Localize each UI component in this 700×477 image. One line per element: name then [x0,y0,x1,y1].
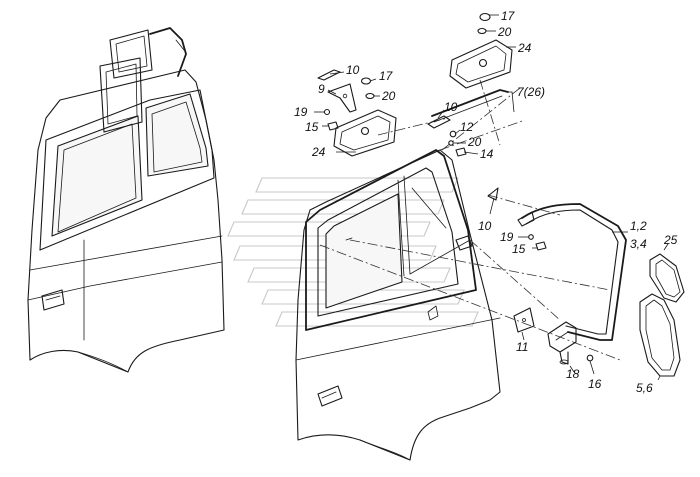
leader-lines [314,14,669,381]
part-labels: 17 20 24 10 9 17 20 7(26) 19 15 10 12 20… [294,9,678,395]
label-11: 11 [516,340,528,354]
label-15b: 15 [512,242,526,256]
right-mirror-assembly [487,187,685,377]
label-12: 12 [460,120,474,134]
label-9: 9 [318,82,325,96]
label-25: 25 [663,233,678,247]
upper-mirror-parts [317,12,513,157]
assembly-lines [319,79,621,361]
label-16: 16 [588,377,602,391]
label-20a: 20 [497,25,512,39]
label-17a: 17 [501,9,516,23]
cab-side-left [27,27,225,373]
label-14: 14 [480,147,494,161]
label-3-4: 3,4 [630,237,647,251]
door-panel [295,149,501,461]
label-10b: 10 [444,100,458,114]
label-10c: 10 [478,219,492,233]
label-15a: 15 [305,120,319,134]
label-5-6: 5,6 [636,381,653,395]
label-24a: 24 [517,41,532,55]
label-24b: 24 [311,145,326,159]
label-7-26: 7(26) [517,85,545,99]
label-10a: 10 [346,63,360,77]
label-19a: 19 [294,105,308,119]
label-1-2: 1,2 [630,219,647,233]
label-17b: 17 [379,69,394,83]
label-20b: 20 [381,89,396,103]
label-20c: 20 [467,135,482,149]
label-18: 18 [566,367,580,381]
label-19b: 19 [500,230,514,244]
